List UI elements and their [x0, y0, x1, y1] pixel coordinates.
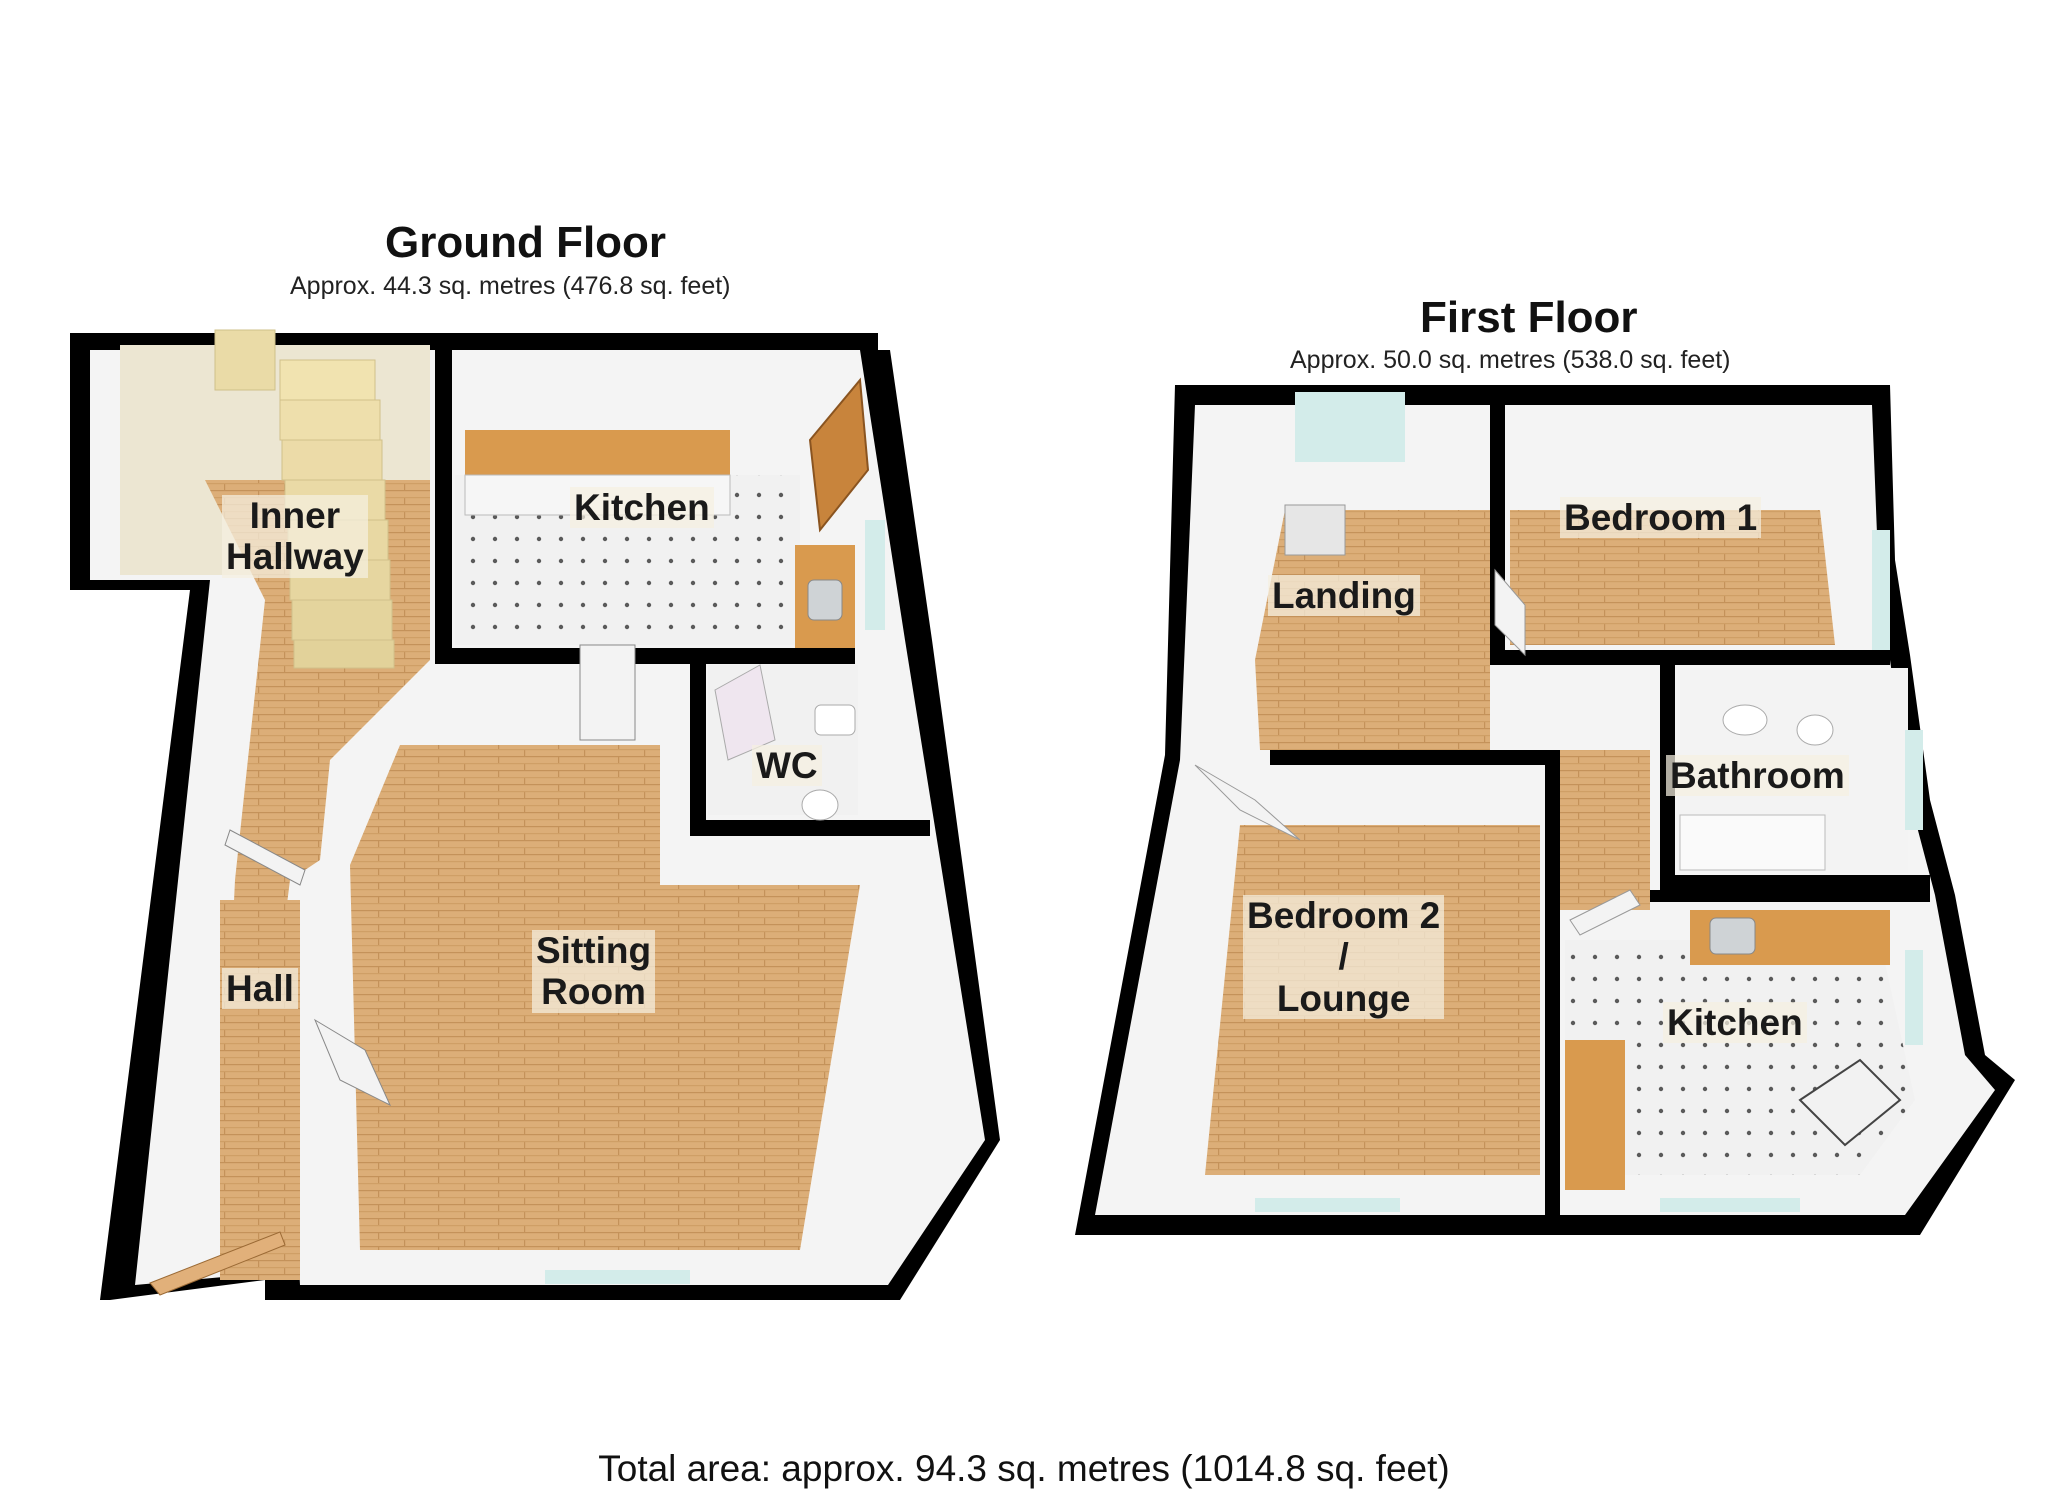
bedroom-1-floor	[1510, 510, 1835, 645]
wc-door	[714, 664, 776, 761]
bathroom-basin	[1722, 704, 1768, 736]
ground-kitchen-worktop	[465, 430, 730, 475]
bathroom-south-wall	[1660, 875, 1930, 890]
room-label-bedroom-1: Bedroom 1	[1560, 497, 1762, 539]
bathroom-window	[1905, 730, 1923, 830]
first-kitchen-sink	[1709, 917, 1756, 955]
room-label-landing: Landing	[1268, 575, 1420, 617]
ground-floor-title: Ground Floor	[385, 218, 667, 267]
sitting-room-line-1: Sitting	[536, 930, 652, 971]
first-kitchen-north-wall	[1650, 890, 1930, 902]
room-label-first-kitchen: Kitchen	[1663, 1002, 1807, 1044]
first-floor-corridor	[1550, 750, 1650, 910]
landing-floor	[1255, 510, 1490, 750]
sitting-room-side-door	[313, 1018, 392, 1107]
ground-floor-area: Approx. 44.3 sq. metres (476.8 sq. feet)	[290, 272, 731, 300]
wc-toilet	[801, 789, 839, 821]
room-label-inner-hallway: Inner Hallway	[222, 495, 368, 578]
first-floor-title: First Floor	[1420, 293, 1638, 342]
room-label-ground-kitchen: Kitchen	[570, 487, 714, 529]
bathroom-bath	[1679, 814, 1826, 871]
bedroom-2-east-wall	[1545, 750, 1560, 1215]
ground-floor-plan	[70, 329, 1000, 1300]
room-label-wc: WC	[752, 745, 822, 787]
bedroom-2-door	[1194, 764, 1301, 841]
sitting-room-glazed-door	[579, 644, 636, 741]
room-label-sitting-room: Sitting Room	[532, 930, 656, 1013]
first-floor-plan	[1075, 385, 2015, 1235]
inner-hallway-line-2: Hallway	[226, 536, 364, 578]
first-kitchen-cooker	[1798, 1058, 1902, 1147]
room-label-bathroom: Bathroom	[1666, 755, 1849, 797]
hall-floor	[220, 900, 300, 1280]
total-area: Total area: approx. 94.3 sq. metres (101…	[598, 1448, 1450, 1489]
bedroom-1-door	[1494, 568, 1526, 657]
bedroom-1-south-wall	[1490, 650, 1890, 665]
bathroom-toilet	[1796, 714, 1834, 746]
first-kitchen-door	[1569, 889, 1641, 936]
bedroom-1-window	[1872, 530, 1890, 650]
landing-window	[1295, 392, 1405, 462]
inner-hallway-line-1: Inner	[249, 495, 341, 536]
wc-basin	[814, 704, 856, 736]
wc-west-wall	[690, 648, 706, 828]
room-label-hall: Hall	[222, 968, 298, 1010]
sitting-room-line-2: Room	[541, 971, 646, 1013]
first-kitchen-counter	[1565, 1040, 1625, 1190]
first-kitchen-window	[1905, 950, 1923, 1045]
wc-south-wall	[690, 820, 930, 836]
bedroom-2-window	[1255, 1198, 1400, 1212]
ground-kitchen-wall	[435, 345, 452, 650]
first-kitchen-south-window	[1660, 1198, 1800, 1212]
bedroom-2-north-wall	[1270, 750, 1560, 765]
first-floor-area: Approx. 50.0 sq. metres (538.0 sq. feet)	[1290, 346, 1731, 374]
ground-kitchen-back-door	[808, 377, 870, 533]
hall-inner-door	[224, 829, 306, 886]
sitting-room-window	[545, 1270, 690, 1284]
bedroom-2-line-1: Bedroom 2	[1247, 895, 1441, 936]
landing-stair-rail	[1284, 504, 1346, 556]
hall-front-door	[149, 1231, 286, 1296]
ground-kitchen-window	[865, 520, 885, 630]
room-label-bedroom-2-lounge: Bedroom 2 / Lounge	[1243, 895, 1445, 1020]
ground-kitchen-south-wall	[435, 648, 855, 664]
bedroom-2-line-2: /	[1338, 936, 1349, 978]
ground-kitchen-sink	[807, 579, 843, 621]
bedroom-2-line-3: Lounge	[1276, 977, 1411, 1019]
